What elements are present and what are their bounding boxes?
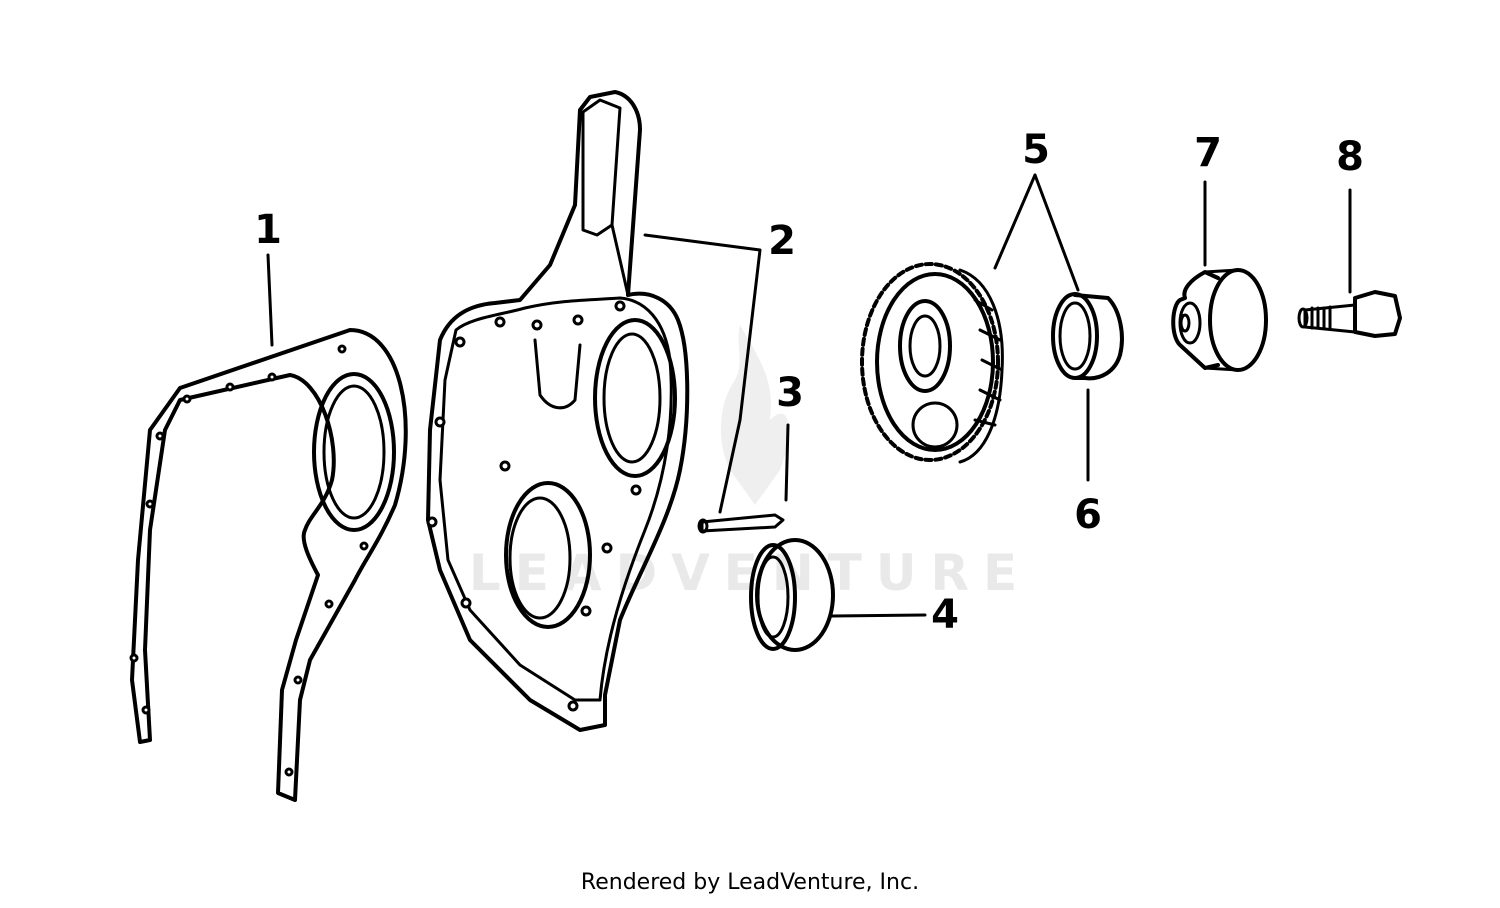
watermark: LEADVENTURE — [469, 325, 1031, 602]
part-2-timing-cover — [426, 90, 690, 732]
part-5-gear — [860, 262, 1004, 464]
watermark-flame-icon — [720, 325, 789, 505]
part-3-dowel-pin — [697, 513, 785, 534]
callout-6: 6 — [1074, 492, 1102, 538]
callout-7: 7 — [1194, 130, 1222, 176]
part-7-hub — [1171, 268, 1268, 372]
callout-4: 4 — [931, 592, 959, 638]
watermark-text: LEADVENTURE — [469, 544, 1031, 602]
callout-3: 3 — [776, 370, 804, 416]
callout-labels: 1 2 3 4 5 6 7 8 — [254, 127, 1364, 638]
part-8-bolt — [1297, 290, 1402, 338]
part-1-gasket — [129, 328, 408, 802]
render-credit: Rendered by LeadVenture, Inc. — [580, 870, 920, 895]
leader-lines — [266, 173, 1352, 618]
callout-2: 2 — [768, 218, 796, 264]
callout-8: 8 — [1336, 134, 1364, 180]
part-4-seal — [749, 538, 835, 652]
callout-1: 1 — [254, 207, 282, 253]
callout-5: 5 — [1022, 127, 1050, 173]
part-6-bushing — [1051, 292, 1124, 381]
